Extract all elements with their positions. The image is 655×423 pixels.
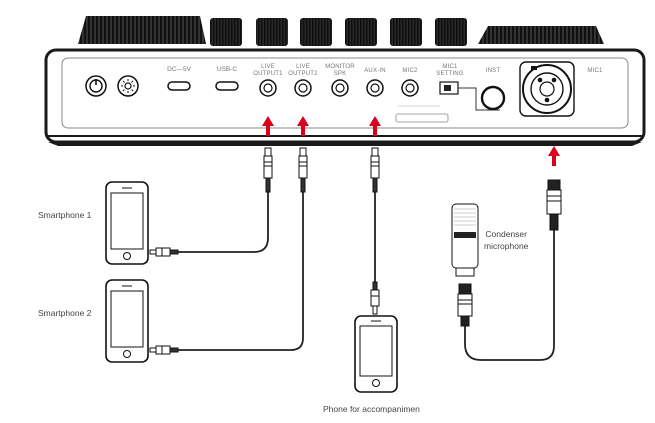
- label-usbc: USB-C: [216, 66, 238, 73]
- plug-phone2: [149, 345, 179, 355]
- label-mic2: MIC2: [402, 68, 418, 74]
- condenser-microphone: [451, 203, 479, 277]
- label-mic1: MIC1: [587, 68, 603, 74]
- power-button: [85, 75, 107, 97]
- settings-button: [117, 75, 139, 97]
- knob-6: [435, 18, 467, 46]
- smartphone-3: [354, 315, 398, 393]
- arrow-line-out1: [262, 116, 274, 136]
- dc-port: [167, 81, 191, 91]
- xlr-plug-mic-end: [457, 283, 473, 327]
- fader-block-right: [478, 26, 604, 44]
- jack-line-out1: [259, 79, 277, 97]
- label-aux-in: AUX-IN: [364, 68, 386, 74]
- cable-phone1: [177, 192, 269, 253]
- jack-mic2: [401, 79, 419, 97]
- label-phone-accompaniment: Phone for accompanimen: [323, 404, 420, 414]
- arrow-aux-in: [369, 116, 381, 136]
- knob-4: [345, 18, 377, 46]
- device-body: [44, 48, 646, 146]
- jack-line-out2: [294, 79, 312, 97]
- cable-phone2: [177, 192, 304, 351]
- device-knobs: [78, 16, 604, 46]
- fader-block-left: [78, 16, 206, 44]
- label-smartphone-2: Smartphone 2: [38, 308, 92, 318]
- mic-setting-switch: [395, 81, 500, 123]
- arrow-mic1: [548, 146, 560, 166]
- smartphone-2: [105, 279, 149, 363]
- label-inst: INST: [485, 68, 501, 74]
- jack-inst: [480, 85, 506, 111]
- plug-line-out1: [263, 147, 273, 193]
- plug-phone1: [149, 247, 179, 257]
- knob-3: [300, 18, 332, 46]
- cable-mic: [464, 230, 555, 361]
- knob-2: [256, 18, 288, 46]
- knob-1: [210, 18, 242, 46]
- connection-arrows: [262, 116, 560, 166]
- smartphone-1: [105, 181, 149, 265]
- plug-phone3: [370, 281, 380, 315]
- plug-aux-in: [370, 147, 380, 193]
- xlr-plug-device-end: [546, 179, 562, 231]
- usbc-port: [215, 81, 239, 91]
- label-dc: DC—5V: [167, 66, 191, 73]
- knob-5: [390, 18, 422, 46]
- jack-aux-in: [366, 79, 384, 97]
- xlr-combo-mic1: [519, 61, 575, 117]
- jack-monitor: [331, 79, 349, 97]
- cables: [177, 192, 555, 361]
- arrow-line-out2: [297, 116, 309, 136]
- label-smartphone-1: Smartphone 1: [38, 210, 92, 220]
- plug-line-out2: [298, 147, 308, 193]
